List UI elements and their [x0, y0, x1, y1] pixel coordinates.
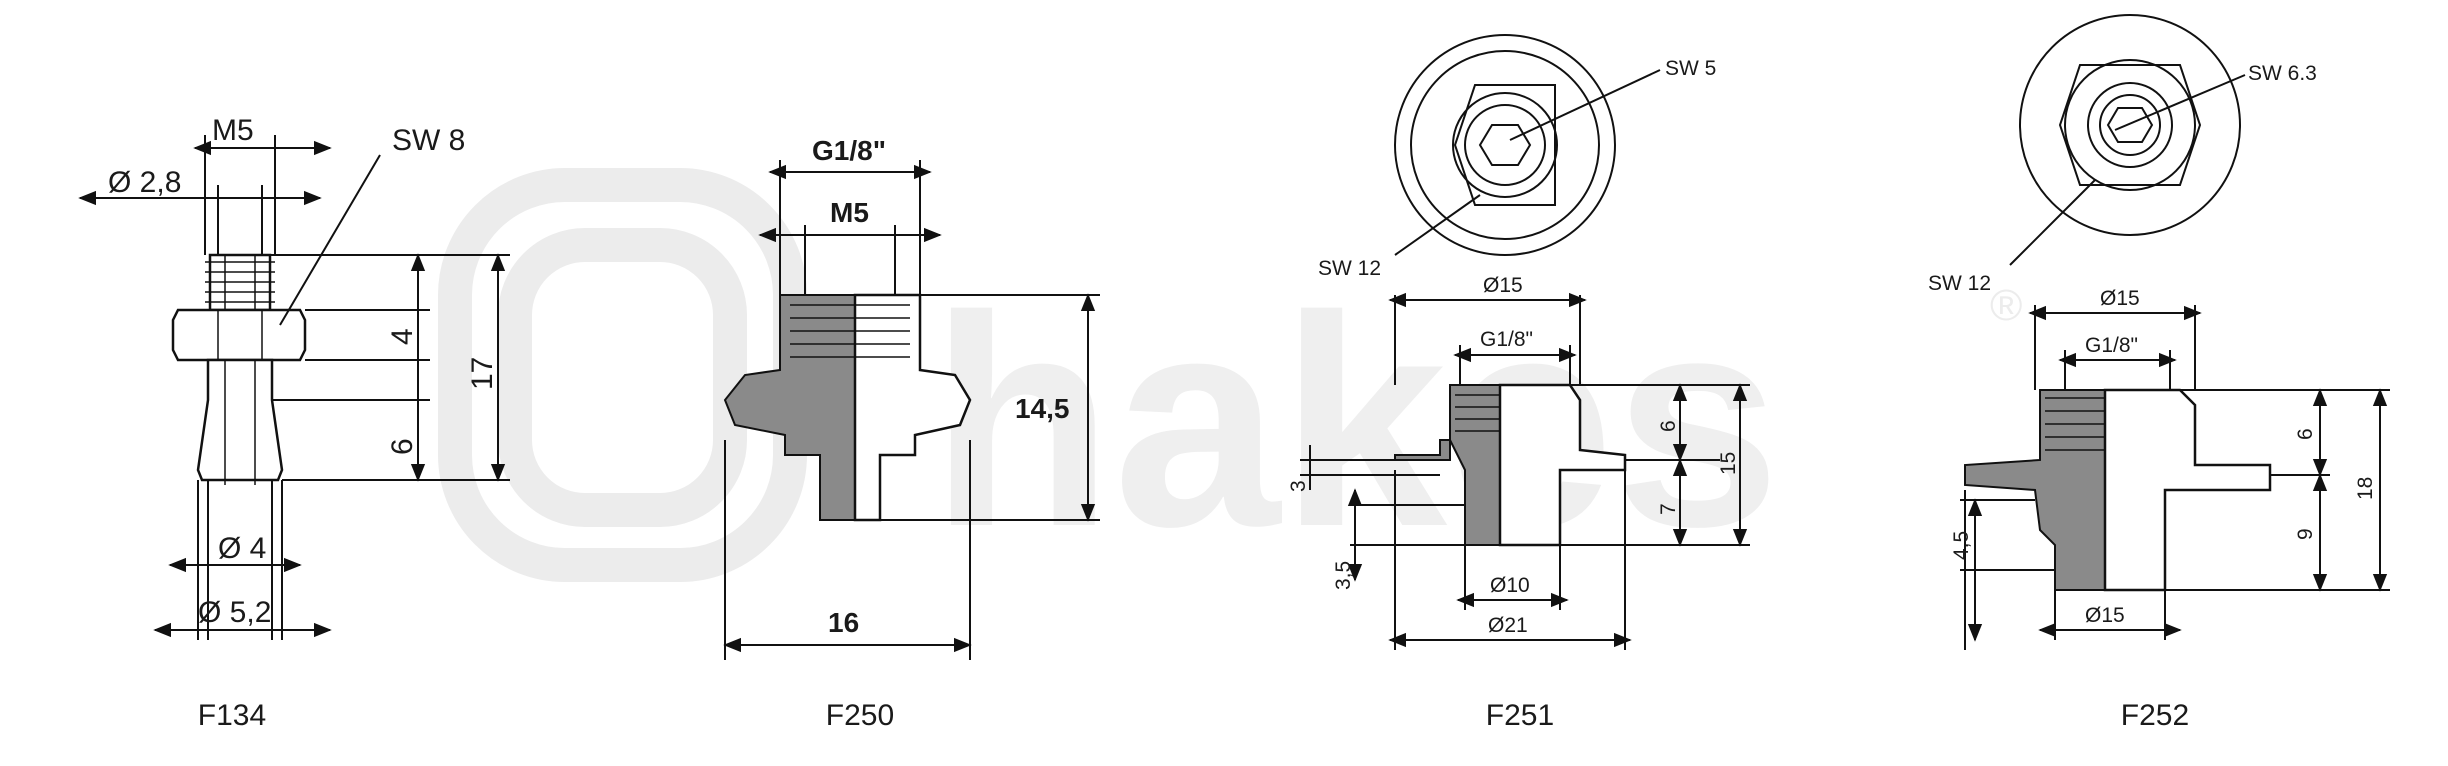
f134-taper-tip	[196, 358, 284, 482]
f134-caption: F134	[198, 699, 266, 732]
f251-h-upper-label: 6	[1657, 420, 1680, 432]
watermark-badge-inner	[498, 228, 747, 527]
f252-thread-label: G1/8"	[2085, 334, 2138, 357]
f134-tip-outer-label: Ø 5,2	[198, 596, 271, 629]
f252-caption: F252	[2121, 699, 2189, 732]
f134-tip-inner-label: Ø 4	[218, 532, 266, 565]
f251-top-dia-label: Ø15	[1483, 274, 1523, 297]
f250-body-right	[853, 293, 972, 522]
part-f134-drawing	[78, 135, 510, 640]
part-f251-top-view	[1394, 34, 1661, 256]
part-f252-side-view	[1960, 305, 2390, 650]
f252-bottom-dia-label: Ø15	[2085, 604, 2125, 627]
f252-wrench-large-label: SW 12	[1928, 272, 1991, 295]
watermark-logo: hakes ®	[438, 168, 2022, 589]
f251-spigot-label: 3,5	[1332, 561, 1355, 590]
f134-total-label: 17	[466, 357, 499, 390]
f134-thread-label: M5	[212, 114, 254, 147]
f252-spigot-label: 4,5	[1950, 531, 1973, 560]
part-f250-drawing	[723, 160, 1100, 660]
f251-h-total-label: 15	[1717, 452, 1740, 475]
f250-threads	[790, 304, 910, 358]
f250-inner-thread-label: M5	[830, 197, 869, 228]
f250-width-label: 16	[828, 607, 859, 638]
f134-shank-label: 6	[386, 438, 419, 455]
f251-flange-dia-label: Ø21	[1488, 614, 1528, 637]
f251-wrench-small-label: SW 5	[1665, 57, 1716, 80]
f250-caption: F250	[826, 699, 894, 732]
watermark-registered-mark: ®	[1990, 281, 2022, 330]
f251-wrench-large-label: SW 12	[1318, 257, 1381, 280]
f251-flange-label: 3	[1287, 480, 1310, 492]
f251-caption: F251	[1486, 699, 1554, 732]
f251-bottom-dia-label: Ø10	[1490, 574, 1530, 597]
f252-wrench-small-label: SW 6.3	[2248, 62, 2317, 85]
f134-hex-nut	[171, 308, 307, 362]
part-f251-side-view	[1300, 292, 1750, 650]
f134-hex-height-label: 4	[386, 328, 419, 345]
f252-h-lower-label: 9	[2294, 528, 2317, 540]
f250-height-label: 14,5	[1015, 393, 1070, 424]
f134-wrench-label: SW 8	[392, 124, 465, 157]
f250-outer-thread-label: G1/8"	[812, 135, 886, 166]
f252-h-total-label: 18	[2354, 477, 2377, 500]
f252-top-dia-label: Ø15	[2100, 287, 2140, 310]
f134-bore-label: Ø 2,8	[108, 166, 181, 199]
f251-h-lower-label: 7	[1657, 503, 1680, 515]
f252-h-upper-label: 6	[2294, 428, 2317, 440]
part-f252-top-view	[2009, 14, 2246, 266]
f251-thread-label: G1/8"	[1480, 328, 1533, 351]
